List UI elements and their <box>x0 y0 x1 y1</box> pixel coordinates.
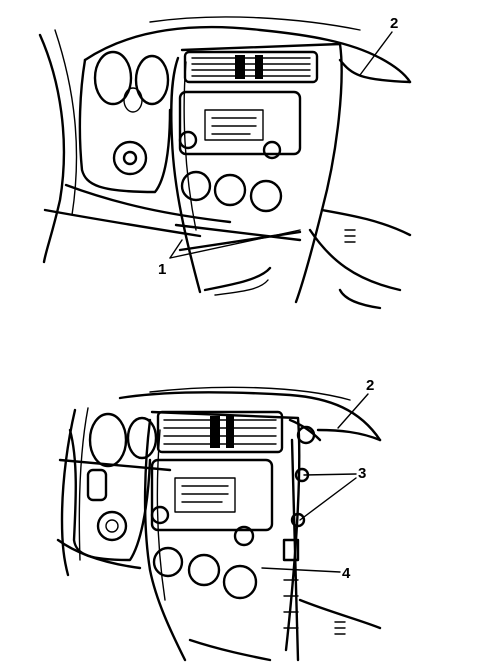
ignition-knob <box>112 140 148 176</box>
steering-wheel-rim <box>38 33 66 264</box>
hvac-knob-left <box>180 170 212 202</box>
radio-unit <box>178 90 302 156</box>
hvac-knob-center <box>213 173 247 207</box>
figure-bottom: 2 3 4 <box>56 377 382 662</box>
trim-release-lines <box>174 223 302 252</box>
leader-2-top <box>359 31 393 76</box>
leader-4 <box>261 567 341 573</box>
air-vent-top <box>183 50 319 84</box>
callout-2-top: 2 <box>390 15 398 32</box>
gauge-right <box>134 54 170 106</box>
callout-4: 4 <box>342 565 351 582</box>
leader-3b <box>299 477 357 521</box>
leader-3a <box>303 473 357 476</box>
hvac-knob-right <box>249 179 283 213</box>
dash-top-contour <box>83 25 412 84</box>
leader-1a <box>169 239 183 259</box>
callout-3: 3 <box>358 465 366 482</box>
callout-2-bottom: 2 <box>366 377 374 394</box>
screw-lower <box>290 512 306 528</box>
gauge-left <box>93 50 133 106</box>
leader-1b <box>169 229 301 259</box>
figure-top: 1 2 <box>38 15 412 310</box>
center-trim-panel <box>170 56 202 294</box>
leader-2-bottom <box>337 393 369 429</box>
instrument-cluster-hood <box>78 58 172 194</box>
callout-1: 1 <box>158 261 166 278</box>
